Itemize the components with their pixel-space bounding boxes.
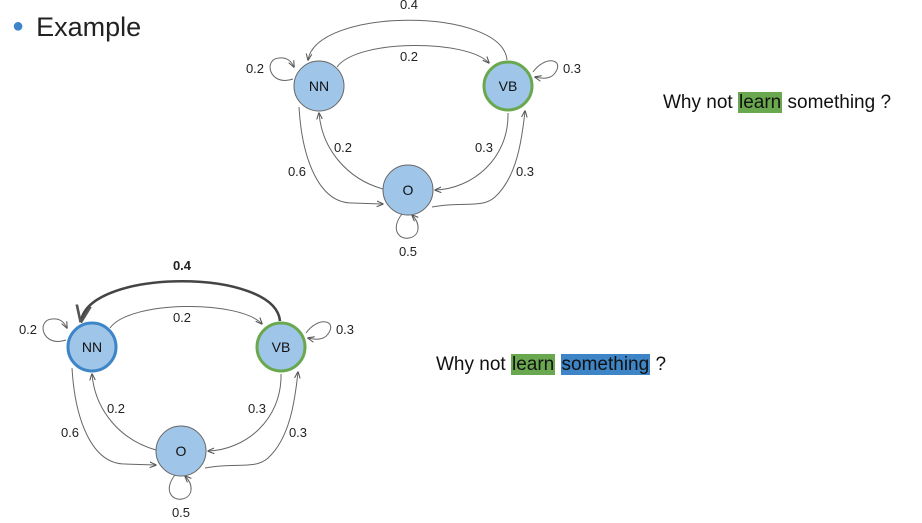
edge-label: 0.3 <box>289 425 307 440</box>
edge-label: 0.3 <box>516 164 534 179</box>
edge-VB-NN <box>81 280 282 321</box>
edge-O-O <box>168 475 191 500</box>
edge-O-NN <box>92 374 157 451</box>
node-VB <box>255 321 307 373</box>
node-O <box>382 164 434 216</box>
edge-O-NN <box>319 113 384 190</box>
edge-NN-NN <box>42 318 67 342</box>
node-NN <box>293 60 345 112</box>
title-text: Example <box>36 12 142 42</box>
bullet-icon: ● <box>12 15 25 37</box>
node-label: O <box>403 182 414 198</box>
edge-label: 0.3 <box>563 61 581 76</box>
highlight-word: learn <box>737 92 783 113</box>
node-label: VB <box>499 78 518 94</box>
sentence-1: Why not learn something ? <box>663 92 892 113</box>
edge-label: 0.2 <box>173 310 191 325</box>
node-VB <box>482 60 534 112</box>
edge-VB-VB <box>532 60 558 78</box>
edge-NN-VB <box>336 45 489 68</box>
node-NN <box>66 321 118 373</box>
edge-label: 0.2 <box>107 401 125 416</box>
sentence-2: Why not learn something ? <box>436 354 667 375</box>
edge-NN-VB <box>109 306 262 329</box>
edge-label: 0.2 <box>334 140 352 155</box>
edge-O-VB <box>204 372 298 469</box>
highlight-word: learn <box>510 354 556 375</box>
edge-label: 0.6 <box>61 425 79 440</box>
diagram-2: 0.4 0.2 0.2 0.3 0.2 0.3 0.6 0.3 0.5 NN VB O <box>19 258 354 520</box>
node-label: O <box>176 443 187 459</box>
node-label: NN <box>82 339 102 355</box>
node-O <box>155 425 207 477</box>
node-label: NN <box>309 78 329 94</box>
edge-label: 0.3 <box>248 401 266 416</box>
edge-label: 0.3 <box>475 140 493 155</box>
edge-NN-O <box>298 106 383 204</box>
edge-label: 0.3 <box>336 322 354 337</box>
edge-label: 0.4 <box>173 258 192 273</box>
highlight-word: something <box>560 354 651 375</box>
edge-O-O <box>395 214 418 239</box>
node-label: VB <box>272 339 291 355</box>
edge-NN-NN <box>269 57 294 81</box>
edge-label: 0.2 <box>400 49 418 64</box>
edge-VB-VB <box>305 321 331 339</box>
edge-label: 0.5 <box>399 244 417 259</box>
edge-label: 0.5 <box>172 505 190 520</box>
edge-label: 0.6 <box>288 164 306 179</box>
diagram-1: 0.4 0.2 0.2 0.3 0.2 0.3 0.6 0.3 0.5 NN VB O <box>246 0 581 259</box>
edge-VB-O <box>208 373 282 451</box>
edge-label: 0.2 <box>246 61 264 76</box>
edge-VB-O <box>435 112 509 190</box>
edge-label: 0.4 <box>400 0 418 12</box>
edge-VB-NN <box>308 19 508 60</box>
edge-O-VB <box>431 111 525 208</box>
edge-label: 0.2 <box>19 322 37 337</box>
slide-title: ● Example <box>12 12 141 43</box>
edge-NN-O <box>71 367 156 465</box>
